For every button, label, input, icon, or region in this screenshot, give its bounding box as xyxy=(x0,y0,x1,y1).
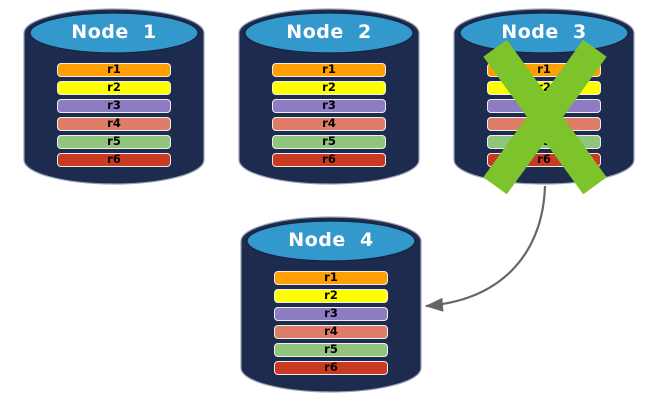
node-title: Node 1 xyxy=(71,21,157,43)
record-bar-r5: r5 xyxy=(272,135,386,149)
record-bar-r1: r1 xyxy=(272,63,386,77)
record-bar-r6: r6 xyxy=(274,361,388,375)
record-bar-r4: r4 xyxy=(57,117,171,131)
record-bar-r3: r3 xyxy=(274,307,388,321)
failure-x-icon xyxy=(453,8,635,195)
node-4: Node 4 r1 r2 r3 r4 r5 r6 xyxy=(240,216,422,393)
record-bar-r1: r1 xyxy=(274,271,388,285)
node-2: Node 2 r1 r2 r3 r4 r5 r6 xyxy=(238,8,420,185)
record-bar-r3: r3 xyxy=(272,99,386,113)
record-bar-r2: r2 xyxy=(57,81,171,95)
node-title: Node 4 xyxy=(288,229,374,251)
node-1: Node 1 r1 r2 r3 r4 r5 r6 xyxy=(23,8,205,185)
node-3: Node 3 r1 r2 r3 r4 r5 r6 xyxy=(453,8,635,195)
node-title: Node 2 xyxy=(286,21,372,43)
record-bar-r6: r6 xyxy=(57,153,171,167)
record-bar-r2: r2 xyxy=(274,289,388,303)
record-list: r1 r2 r3 r4 r5 r6 xyxy=(274,271,388,379)
record-bar-r4: r4 xyxy=(274,325,388,339)
record-bar-r2: r2 xyxy=(272,81,386,95)
record-bar-r3: r3 xyxy=(57,99,171,113)
node-title: Node 3 xyxy=(501,21,587,43)
record-list: r1 r2 r3 r4 r5 r6 xyxy=(57,63,171,171)
record-bar-r5: r5 xyxy=(57,135,171,149)
record-bar-r4: r4 xyxy=(272,117,386,131)
record-bar-r6: r6 xyxy=(272,153,386,167)
record-bar-r1: r1 xyxy=(57,63,171,77)
record-list: r1 r2 r3 r4 r5 r6 xyxy=(272,63,386,171)
record-bar-r5: r5 xyxy=(274,343,388,357)
